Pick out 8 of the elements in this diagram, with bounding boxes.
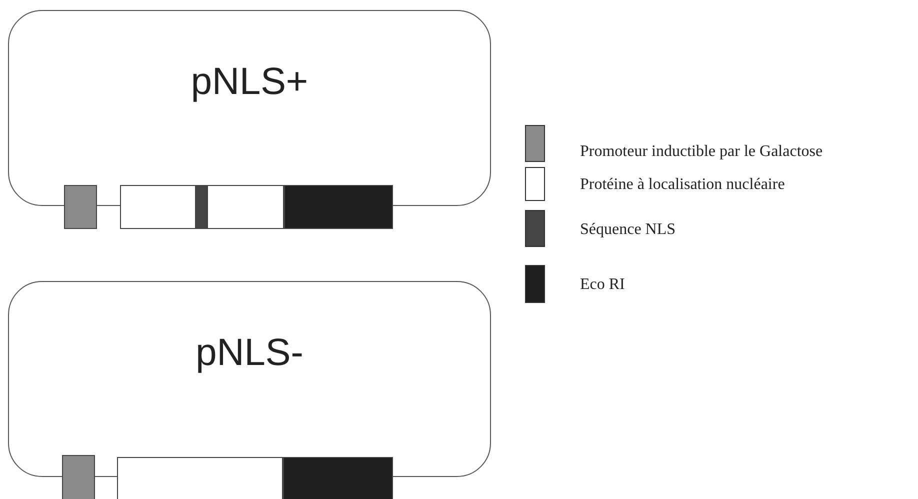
legend-label: Eco RI: [580, 276, 625, 294]
plasmid-name: pNLS-: [194, 332, 304, 375]
legend-label: Promoteur inductible par le Galactose: [580, 143, 823, 161]
legend-label: Protéine à localisation nucléaire: [580, 176, 785, 194]
plasmid-name: pNLS+: [190, 61, 310, 104]
legend-label: Séquence NLS: [580, 221, 676, 239]
plasmid-outline: [8, 10, 491, 206]
plasmid-outline: [8, 281, 491, 477]
